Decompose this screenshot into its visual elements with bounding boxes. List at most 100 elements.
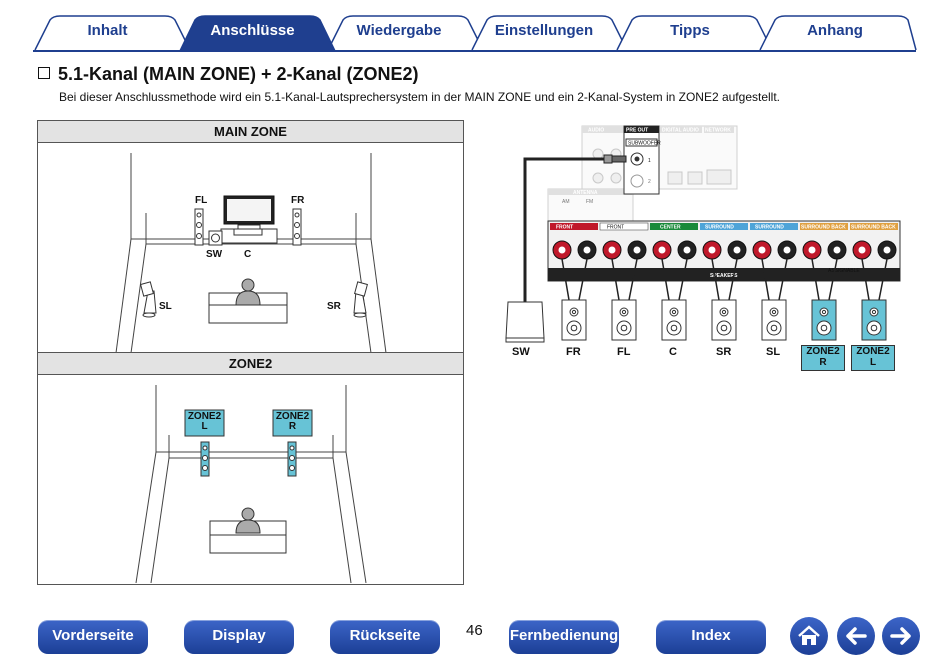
speaker-wire	[628, 258, 638, 301]
speaker-driver-center	[821, 309, 827, 315]
speaker-driver-center	[720, 324, 728, 332]
checkbox-bullet-icon	[38, 67, 50, 80]
speaker-driver-center	[770, 324, 778, 332]
speaker-driver-center	[870, 324, 878, 332]
row-label-zone2-l-line1: ZONE2	[856, 346, 890, 357]
speaker-box	[661, 299, 687, 341]
terminal-post-center	[583, 246, 591, 254]
tv-icon	[220, 195, 278, 244]
speaker-wire	[728, 258, 738, 301]
tab-anhang[interactable]: Anhang	[807, 22, 863, 39]
tab-tipps[interactable]: Tipps	[670, 22, 710, 39]
digital-audio-label: DIGITAL AUDIO	[662, 128, 699, 134]
row-label-sr: SR	[716, 346, 732, 358]
tab-inhalt[interactable]: Inhalt	[87, 22, 128, 39]
rca-plug-icon	[603, 154, 627, 164]
terminal-label-front-r: FRONT	[556, 225, 573, 231]
subwoofer-label: SUBWOOFER	[628, 141, 661, 147]
main-zone-heading: MAIN ZONE	[38, 121, 463, 143]
terminal-label-surround-r: SURROUND	[705, 225, 734, 231]
row-label-zone2-r-line2: R	[819, 357, 827, 368]
terminal-posts	[552, 240, 897, 260]
label-c: C	[244, 249, 252, 260]
terminal-post-center	[858, 246, 866, 254]
terminal-post-center	[733, 246, 741, 254]
nav-rueckseite-button[interactable]: Rückseite	[330, 620, 440, 654]
terminal-post-center	[633, 246, 641, 254]
speaker-driver-center	[670, 324, 678, 332]
nav-display-button[interactable]: Display	[184, 620, 294, 654]
back-button[interactable]	[837, 617, 875, 655]
label-sl: SL	[159, 301, 172, 312]
tab-shape-inhalt	[34, 15, 191, 51]
speaker-driver-center	[871, 309, 877, 315]
tab-shape-tipps	[616, 15, 773, 51]
speaker-driver-center	[620, 324, 628, 332]
zone2-heading: ZONE2	[38, 353, 463, 375]
row-label-zone2-l: ZONE2 L	[851, 345, 895, 371]
zone2-panel: ZONE2	[37, 352, 464, 585]
zone2-right-label-line2: R	[288, 421, 297, 432]
tab-shape-einstellungen	[471, 15, 628, 51]
label-fl: FL	[195, 195, 208, 206]
assignable-label: ASSIGNABLE	[828, 268, 860, 274]
zone2-left-label-line2: L	[201, 421, 208, 432]
sw-speaker-box	[505, 301, 545, 343]
terminal-post-center	[883, 246, 891, 254]
zone2-left-label-line1: ZONE2	[187, 411, 222, 422]
main-zone-diagram	[115, 153, 387, 353]
zone2-sofa-icon	[209, 507, 287, 554]
row-label-fl: FL	[617, 346, 631, 358]
fr-speaker-icon	[292, 208, 302, 246]
zone2-right-label: ZONE2 R	[273, 412, 312, 432]
terminal-post-center	[808, 246, 816, 254]
terminal-label-surround-back-r: SURROUND BACK	[801, 225, 846, 231]
terminal-post-center	[558, 246, 566, 254]
svg-text:1: 1	[648, 158, 651, 164]
nav-fernbedienung-button[interactable]: Fernbedienung	[509, 620, 619, 654]
row-label-zone2-r-line1: ZONE2	[806, 346, 840, 357]
tab-anschluesse[interactable]: Anschlüsse	[210, 22, 295, 39]
pre-out-section: 1 2	[623, 125, 660, 195]
arrow-right-icon	[890, 627, 911, 645]
terminal-post-center	[708, 246, 716, 254]
terminal-post-center	[608, 246, 616, 254]
section-title-text: 5.1-Kanal (MAIN ZONE) + 2-Kanal (ZONE2)	[58, 64, 419, 84]
terminal-post-center	[758, 246, 766, 254]
fl-speaker-icon	[194, 208, 204, 246]
home-icon	[798, 625, 820, 645]
tab-shape-anschluesse	[178, 15, 337, 52]
terminal-post-center	[658, 246, 666, 254]
row-label-sw: SW	[512, 346, 530, 358]
subwoofer-icon	[208, 230, 223, 246]
terminal-label-surround-back-l: SURROUND BACK	[851, 225, 896, 231]
zone2-left-tag	[184, 409, 225, 437]
zone2-right-speaker-icon	[287, 441, 297, 477]
main-zone-panel: MAIN ZONE	[37, 120, 464, 354]
nav-vorderseite-button[interactable]: Vorderseite	[38, 620, 148, 654]
am-label: AM	[562, 199, 570, 205]
zone2-left-label: ZONE2 L	[185, 412, 224, 432]
audio-label: AUDIO	[588, 128, 604, 134]
fm-label: FM	[586, 199, 593, 205]
antenna-label: ANTENNA	[573, 190, 598, 196]
tab-wiedergabe[interactable]: Wiedergabe	[356, 22, 442, 39]
zone2-right-tag	[272, 409, 313, 437]
speakers-label: SPEAKERS	[710, 273, 738, 279]
forward-button[interactable]	[882, 617, 920, 655]
svg-text:2: 2	[648, 179, 651, 185]
speaker-wire	[828, 258, 838, 301]
speaker-wire	[578, 258, 588, 301]
network-label: NETWORK	[705, 128, 731, 134]
tab-einstellungen[interactable]: Einstellungen	[494, 22, 594, 39]
terminal-label-center: CENTER	[660, 225, 681, 231]
home-button[interactable]	[790, 617, 828, 655]
speaker-wire	[861, 258, 870, 301]
speaker-driver-center	[570, 324, 578, 332]
nav-index-button[interactable]: Index	[656, 620, 766, 654]
terminal-label-surround-l: SURROUND	[755, 225, 784, 231]
listener-sofa-icon	[208, 278, 288, 324]
row-label-zone2-r: ZONE2 R	[801, 345, 845, 371]
row-label-sl: SL	[766, 346, 781, 358]
zone2-room-outline	[135, 385, 367, 583]
